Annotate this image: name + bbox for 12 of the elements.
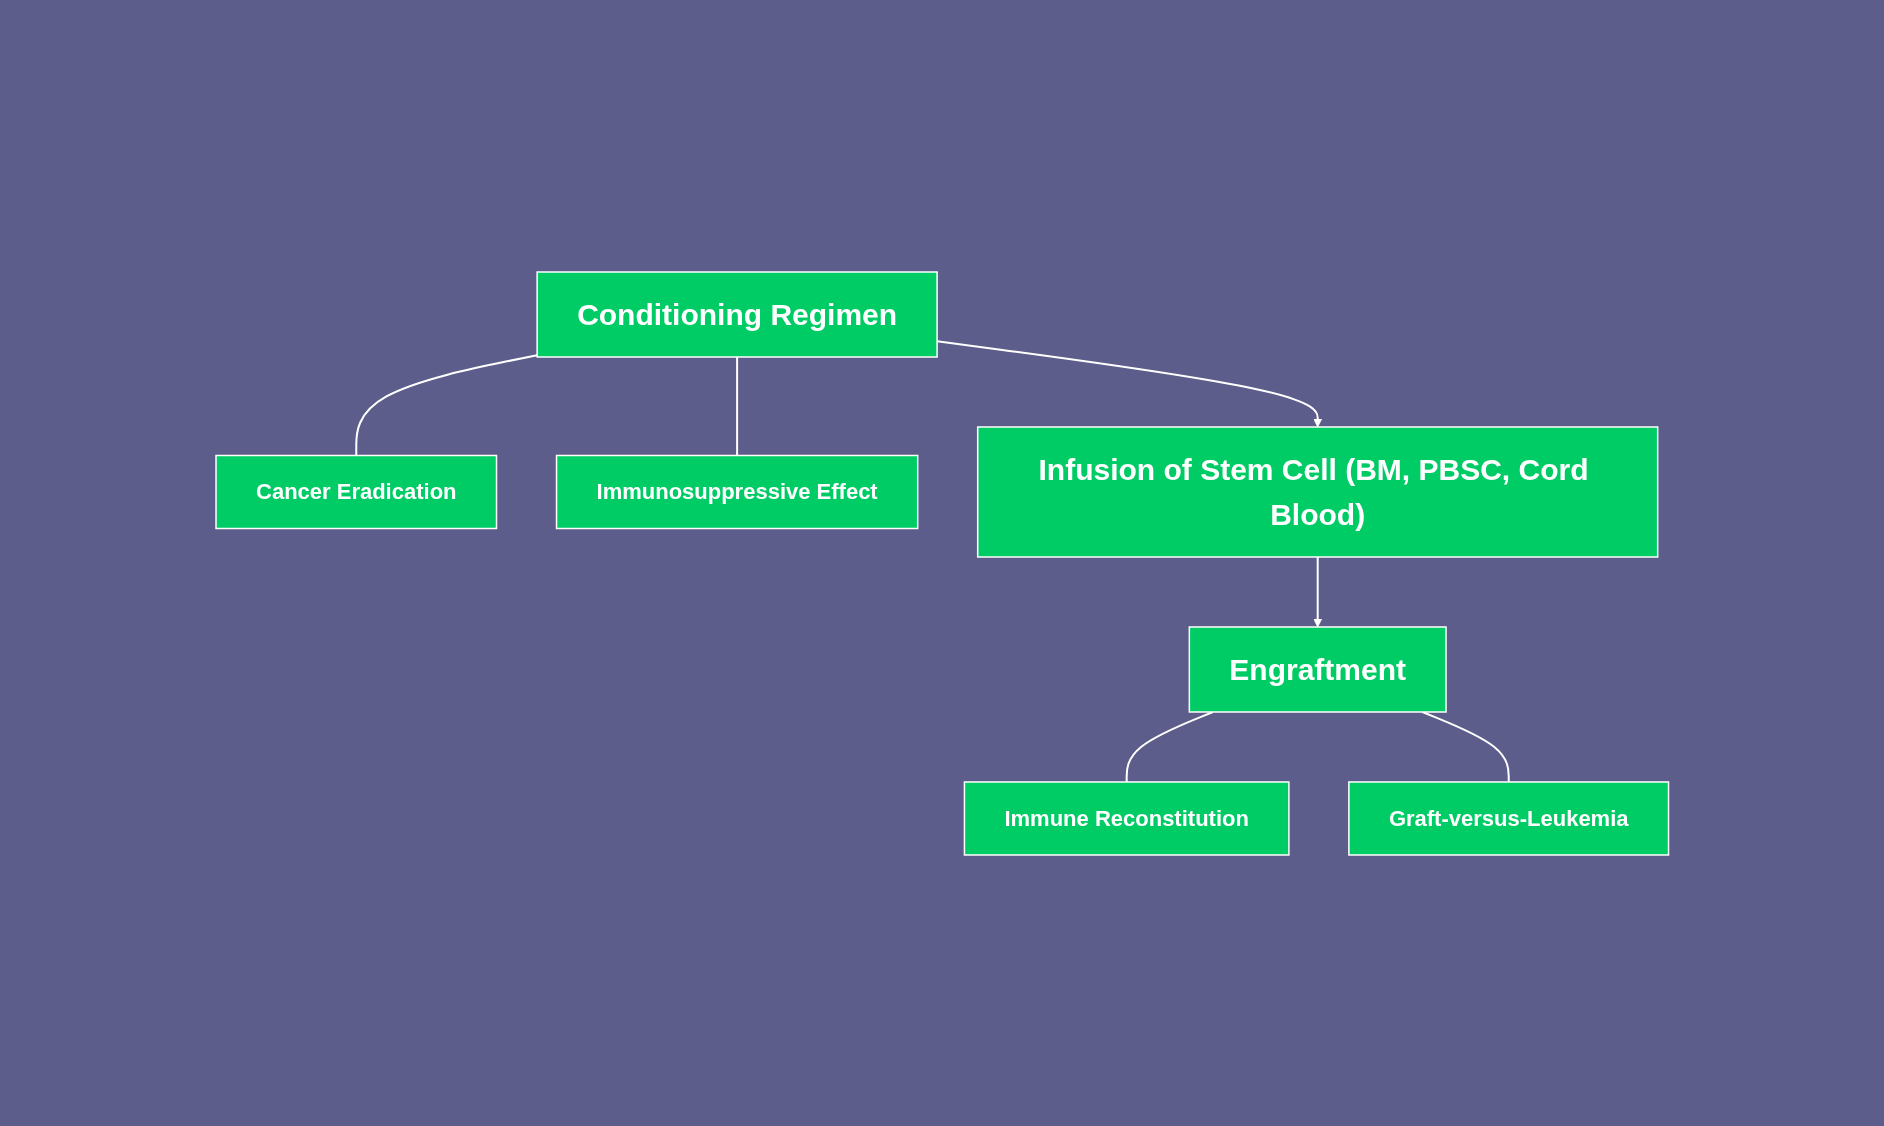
node-box: Engraftment (1188, 625, 1447, 713)
node-box: Conditioning Regimen (536, 270, 938, 358)
arrow (1313, 555, 1322, 627)
connector (735, 355, 738, 456)
connector (1125, 710, 1214, 783)
node-box: Infusion of Stem Cell (BM, PBSC, Cord Blood) (976, 425, 1659, 558)
node-box: Immunosuppressive Effect (555, 454, 919, 529)
node-box: Graft-versus-Leukemia (1347, 780, 1669, 856)
node-box: Cancer Eradication (215, 454, 497, 529)
connector (355, 353, 538, 456)
connector (1421, 710, 1510, 783)
node-box: Immune Reconstitution (963, 780, 1290, 856)
